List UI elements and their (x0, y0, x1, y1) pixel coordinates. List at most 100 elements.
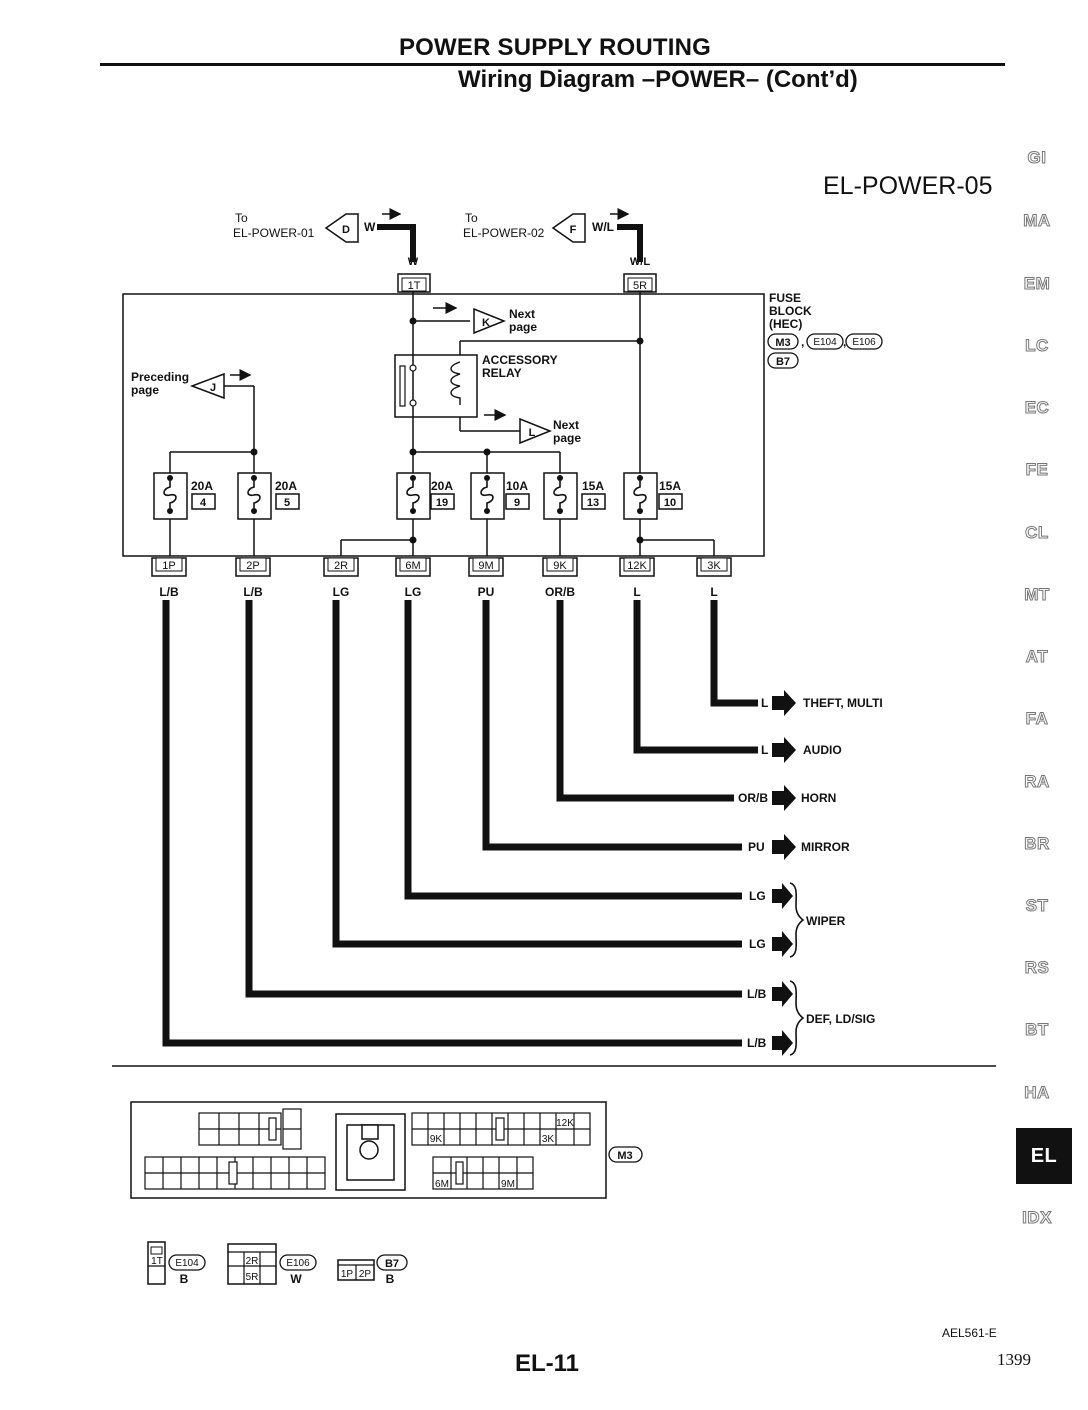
pin-5r: 5R (623, 273, 657, 293)
m3-left-bottom-cavities (144, 1156, 326, 1190)
m3-left-top-cavities (198, 1108, 302, 1150)
fuse-13: 15A 13 (543, 472, 606, 520)
input-f-color: W/L (592, 220, 614, 234)
tab-rs[interactable]: RS (1024, 958, 1050, 978)
wire-w (377, 224, 416, 262)
tab-ra[interactable]: RA (1024, 772, 1050, 792)
pin-label: 1P (162, 560, 175, 572)
wire-color-label: L (710, 585, 717, 599)
tab-idx[interactable]: IDX (1022, 1208, 1052, 1228)
pin-label: 3K (707, 560, 721, 572)
pin-3k: 3K L (696, 557, 732, 599)
dest-color: L (761, 696, 768, 710)
tab-ec[interactable]: EC (1024, 398, 1050, 418)
fuse-5: 20A 5 (237, 472, 300, 520)
dest-arrow-icon (772, 1030, 793, 1056)
m3-pin-9m: 9M (501, 1179, 515, 1190)
tab-ha[interactable]: HA (1024, 1083, 1050, 1103)
fuse-number: 9 (514, 497, 520, 509)
dest-label-mirror: MIRROR (801, 840, 850, 854)
ref-l-letter: L (529, 427, 536, 439)
input-f-to: To (465, 211, 478, 225)
pin-label: 12K (627, 560, 647, 572)
tab-br[interactable]: BR (1024, 834, 1050, 854)
m3-right-bottom-cavities (432, 1156, 534, 1190)
e106-pin-5r: 5R (246, 1272, 259, 1283)
figure-code: AEL561-E (942, 1326, 997, 1340)
fuse-4: 20A 4 (153, 472, 216, 520)
b7-color: B (386, 1272, 395, 1286)
fuse-number: 13 (587, 497, 599, 509)
e106-pin-2r: 2R (246, 1256, 259, 1267)
pin-label: 9K (553, 560, 567, 572)
pin-2p: 2PL/B (235, 557, 271, 599)
page-title: POWER SUPPLY ROUTING (398, 34, 712, 61)
dest-label-horn: HORN (801, 791, 836, 805)
wire-color-label: OR/B (545, 585, 575, 599)
tab-el-active[interactable]: EL (1016, 1128, 1072, 1184)
fuse-9: 10A 9 (470, 472, 530, 520)
dest-color: L/B (747, 1036, 767, 1050)
fuse-block-outline (122, 293, 765, 557)
wire-theft-multi (710, 600, 758, 707)
tab-at[interactable]: AT (1025, 647, 1049, 667)
tab-st[interactable]: ST (1025, 896, 1049, 916)
b7-pin-2p: 2P (359, 1269, 372, 1280)
group-brace (789, 980, 805, 1056)
tab-lc[interactable]: LC (1025, 336, 1049, 356)
fuse-amp: 15A (659, 479, 681, 493)
ref-j: J Preceding page (131, 369, 252, 400)
tab-em[interactable]: EM (1023, 274, 1051, 294)
fuse-amp: 10A (506, 479, 528, 493)
group-label-wiper: WIPER (806, 914, 846, 928)
connector-ref-e104: E104 (813, 337, 837, 348)
connector-view-e104: 1T E104 B (147, 1241, 206, 1286)
dest-arrow-icon (772, 834, 796, 860)
m3-pin-12k: 12K (556, 1118, 574, 1129)
dest-color: OR/B (738, 791, 768, 805)
fuse-block-name-1: FUSE (769, 291, 801, 305)
pin-label: 2P (246, 560, 259, 572)
dest-arrow-icon (772, 690, 796, 716)
dest-color: L (761, 743, 768, 757)
connector-ref-b7: B7 (776, 356, 790, 368)
tab-mt[interactable]: MT (1024, 585, 1050, 605)
wire-wiper-2 (332, 600, 742, 948)
pin-1t: 1T (397, 273, 431, 293)
fuse-10: 15A 10 (623, 472, 683, 520)
junction-dots (250, 317, 644, 544)
pin-1t-label: 1T (408, 280, 421, 292)
ref-k: K Next page (433, 302, 537, 335)
connector-ref-m3: M3 (775, 337, 790, 349)
fuse-amp: 15A (582, 479, 604, 493)
fuse-block-name-3: (HEC) (769, 317, 802, 331)
connector-view-e106: 2R 5R E106 W (227, 1243, 317, 1286)
pin-label: 6M (405, 560, 420, 572)
tab-ma[interactable]: MA (1023, 211, 1051, 231)
e104-name: E104 (175, 1258, 199, 1269)
page-number: 1399 (997, 1350, 1031, 1369)
dest-arrow-icon (772, 883, 793, 909)
m3-pin-3k: 3K (542, 1134, 555, 1145)
tab-fe[interactable]: FE (1025, 460, 1049, 480)
connector-view-b7: 1P 2P B7 B (337, 1254, 408, 1286)
connector-ref-e106: E106 (852, 337, 876, 348)
wire-color-label: PU (478, 585, 495, 599)
tab-bt[interactable]: BT (1025, 1020, 1049, 1040)
ref-k-text-1: Next (509, 307, 535, 321)
input-feed-d: To EL-POWER-01 D W W (233, 208, 419, 268)
wire-color-label: W/L (630, 256, 650, 268)
connector-view-m3: 12K 9K 3K 6M 9M M3 (130, 1101, 643, 1199)
relay-coil (450, 361, 461, 405)
fuse-19: 20A 19 (396, 472, 455, 520)
tab-cl[interactable]: CL (1025, 523, 1049, 543)
ref-k-letter: K (482, 317, 490, 329)
dest-arrow-icon (772, 785, 796, 811)
tab-gi[interactable]: GI (1027, 148, 1047, 168)
wire-horn (556, 600, 734, 802)
tab-fa[interactable]: FA (1025, 709, 1049, 729)
wire-wl (617, 224, 643, 262)
fuse-amp: 20A (275, 479, 297, 493)
